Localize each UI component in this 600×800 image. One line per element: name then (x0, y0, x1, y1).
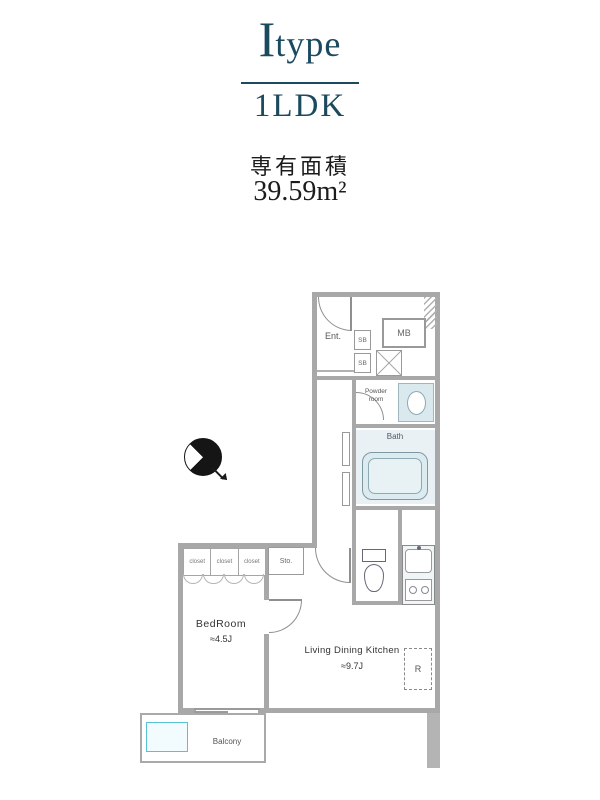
ac-unit-box (146, 722, 188, 752)
entry-powder-wall (312, 376, 440, 380)
balcony-label: Balcony (212, 737, 242, 746)
layout-name: 1LDK (253, 88, 347, 124)
bedroom-label: BedRoom (195, 618, 247, 630)
linen-door-bottom (342, 472, 350, 506)
shoe-box-bottom-label: SB (358, 359, 367, 367)
floor-plan: Ent. MB SB SB Powder room Bath (0, 260, 600, 800)
window-sash-left (194, 711, 228, 713)
wall-hatch (424, 297, 437, 329)
bath-label: Bath (386, 432, 404, 441)
hall-door-leaf (349, 548, 351, 583)
washer-icon (376, 350, 402, 376)
ldk-size-label: ≈9.7J (341, 661, 363, 671)
bedroom-ldk-wall-upper (264, 543, 269, 600)
title-divider (241, 82, 359, 84)
meter-box-label: MB (397, 328, 411, 338)
powder-vanity (398, 383, 434, 422)
shoe-box-top: SB (354, 330, 371, 350)
exterior-wall-stub (427, 713, 440, 768)
wc-kitchen-wall (398, 510, 402, 605)
closet-band: closet closet closet (183, 548, 266, 576)
kitchen-sink-icon (405, 549, 432, 573)
faucet-icon (417, 546, 421, 550)
plan-type-title: Itype (0, 14, 600, 65)
closet-door-arcs (183, 574, 264, 584)
linen-door-top (342, 432, 350, 466)
closet-3: closet (243, 559, 260, 565)
refrigerator-label: R (414, 664, 422, 674)
storage-box: Sto. (268, 547, 304, 575)
shoe-box-top-label: SB (358, 336, 367, 344)
toilet-tank-icon (362, 549, 386, 562)
area-value: 39.59m² (253, 176, 347, 207)
stove-icon (405, 579, 432, 601)
storage-label: Sto. (279, 557, 293, 565)
bedroom-door-leaf (269, 599, 302, 601)
bathtub-icon (362, 452, 428, 500)
burner-icon (421, 586, 429, 594)
closet-1: closet (184, 549, 212, 575)
powder-room-label: Powder room (364, 388, 388, 403)
burner-icon (409, 586, 417, 594)
ldk-label: Living Dining Kitchen (304, 645, 400, 656)
area-label: 専有面積 (249, 154, 350, 179)
entry-step-line (317, 370, 355, 372)
refrigerator-box: R (404, 648, 432, 690)
bedroom-ldk-wall-lower (264, 634, 269, 713)
bath-wc-wall (352, 506, 440, 510)
window-rail (194, 708, 260, 710)
toilet-bowl-icon (364, 564, 384, 592)
corridor-wall (352, 376, 356, 605)
type-letter: I (258, 11, 276, 67)
bathtub-inner (368, 458, 422, 494)
washbasin-icon (407, 391, 426, 415)
powder-bath-wall (352, 424, 440, 428)
bedroom-top-wall (178, 543, 317, 548)
meter-box: MB (382, 318, 426, 348)
entrance-label: Ent. (324, 331, 341, 341)
shoe-box-bottom: SB (354, 353, 371, 373)
bedroom-size-label: ≈4.5J (210, 634, 232, 644)
window-gap (196, 708, 258, 713)
type-word: type (275, 24, 342, 64)
compass-arrowhead-icon (220, 473, 230, 483)
closet-2: closet (211, 549, 239, 575)
entrance-door-leaf (350, 297, 352, 331)
wc-bottom-wall (352, 601, 402, 605)
